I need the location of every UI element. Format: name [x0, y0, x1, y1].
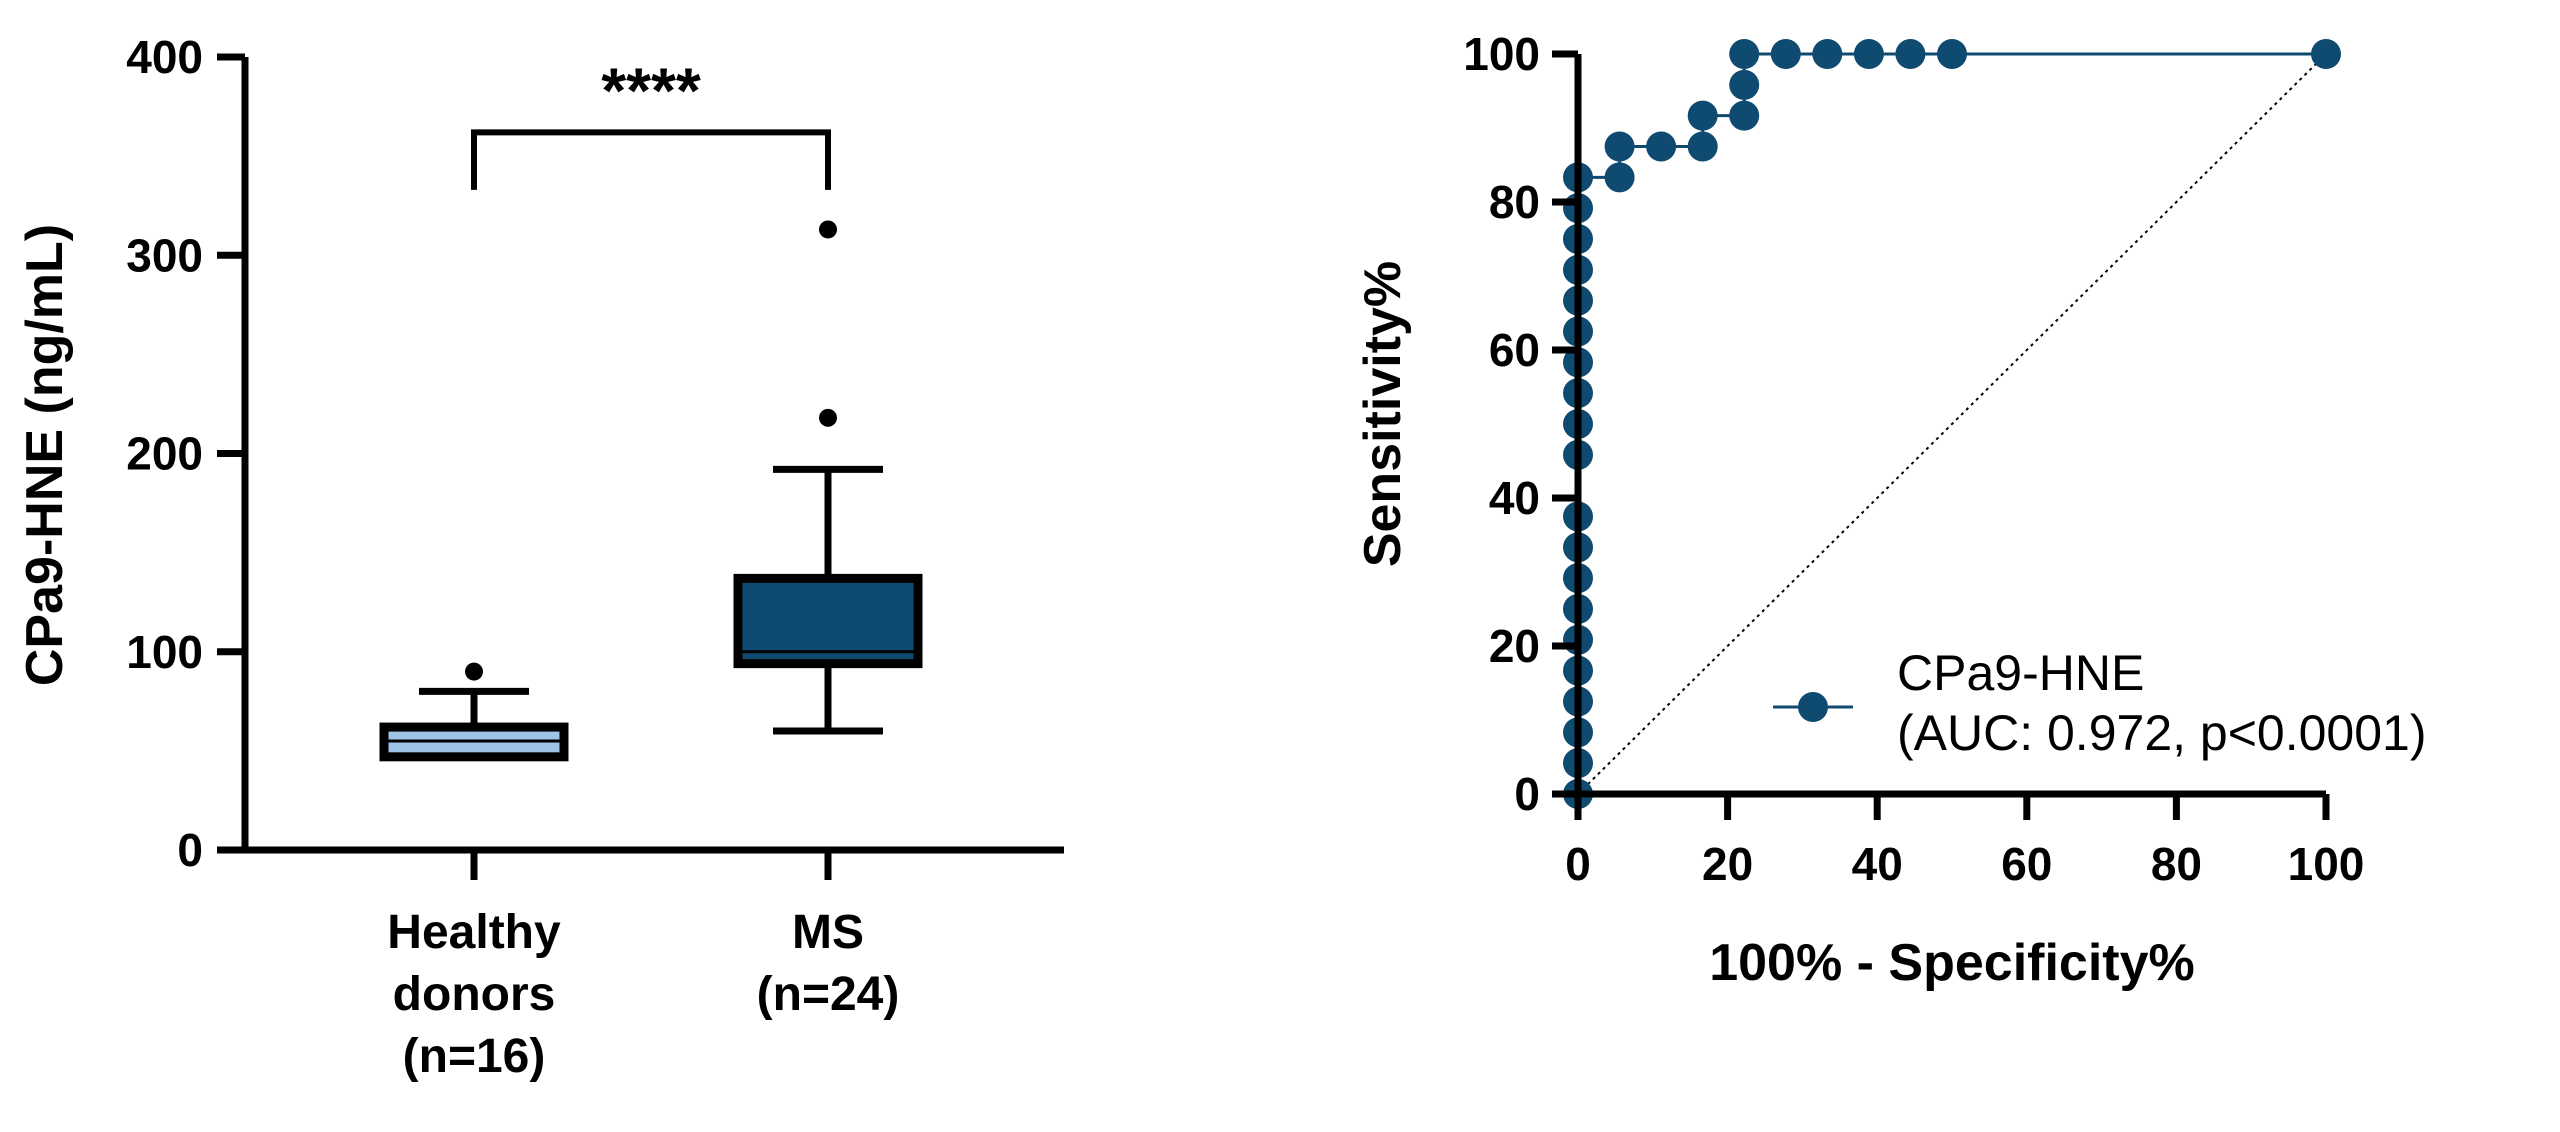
box-1	[733, 220, 923, 735]
boxplot-chart: 0 100 200 300 400 Healthy donors (n=16) MS (n=24…	[16, 31, 1064, 1083]
roc-x-tick-label: 60	[2001, 838, 2052, 890]
roc-legend: CPa9-HNE (AUC: 0.972, p<0.0001)	[1773, 645, 2427, 761]
boxplot-y-tick-label: 400	[126, 31, 203, 83]
roc-y-ticks: 0 20 40 60 80 100	[1463, 28, 1578, 820]
boxplot-x-categories: Healthy donors (n=16) MS (n=24)	[387, 850, 899, 1083]
significance-bracket-line	[471, 129, 831, 190]
roc-point	[1853, 39, 1884, 69]
legend-marker-sample	[1798, 692, 1828, 722]
boxplot-category-label: (n=16)	[403, 1030, 546, 1083]
boxplot-y-tick-label: 200	[126, 428, 203, 480]
box-outlier	[465, 662, 483, 681]
roc-point	[1604, 131, 1635, 162]
roc-point	[1729, 39, 1760, 69]
roc-point	[1729, 100, 1760, 131]
roc-point	[1770, 39, 1801, 69]
roc-y-tick-label: 60	[1489, 324, 1540, 376]
boxplot-y-tick-label: 300	[126, 229, 203, 281]
roc-x-ticks: 0 20 40 60 80 100	[1565, 794, 2364, 890]
roc-y-tick-label: 100	[1463, 28, 1540, 80]
significance-bracket: ****	[471, 54, 831, 190]
boxplot-category-label: MS	[792, 906, 864, 959]
boxplot-category-label: donors	[393, 968, 556, 1021]
roc-chart: 0 20 40 60 80 100 0 20 40 60 80 100 Sensitivity% 1…	[1354, 28, 2427, 992]
roc-point	[1729, 69, 1760, 100]
roc-y-tick-label: 80	[1489, 176, 1540, 228]
boxplot-y-tick-label: 100	[126, 626, 203, 678]
boxplot-y-tick-label: 0	[177, 824, 203, 876]
roc-y-axis-title: Sensitivity%	[1354, 261, 1412, 567]
roc-point	[1687, 100, 1718, 131]
roc-point	[1604, 162, 1635, 193]
legend-series-name: CPa9-HNE	[1897, 645, 2144, 701]
roc-point	[1812, 39, 1843, 69]
roc-y-tick-label: 20	[1489, 620, 1540, 672]
roc-x-tick-label: 40	[1852, 838, 1903, 890]
significance-label: ****	[601, 54, 701, 126]
legend-series-stats: (AUC: 0.972, p<0.0001)	[1897, 705, 2427, 761]
roc-x-tick-label: 80	[2151, 838, 2202, 890]
reference-diagonal-line	[1577, 53, 2327, 795]
box-outlier	[819, 220, 837, 239]
roc-point	[1687, 131, 1718, 162]
boxplot-y-ticks: 0 100 200 300 400	[126, 31, 245, 876]
roc-point	[2311, 39, 2341, 69]
roc-point	[1646, 131, 1677, 162]
box-outlier	[819, 408, 837, 427]
boxplot-category-label: (n=24)	[757, 968, 900, 1021]
box-0	[379, 662, 569, 762]
boxplot-category-label: Healthy	[387, 906, 561, 959]
box-body	[733, 573, 923, 669]
roc-point	[1895, 39, 1926, 69]
roc-x-tick-label: 0	[1565, 838, 1591, 890]
roc-x-tick-label: 100	[2288, 838, 2365, 890]
roc-x-axis-title: 100% - Specificity%	[1709, 934, 2195, 992]
roc-point	[1937, 39, 1967, 69]
roc-y-tick-label: 0	[1514, 768, 1540, 820]
boxplot-marks	[379, 220, 923, 762]
boxplot-y-axis-title: CPa9-HNE (ng/mL)	[16, 224, 74, 686]
roc-x-tick-label: 20	[1702, 838, 1753, 890]
roc-y-tick-label: 40	[1489, 472, 1540, 524]
